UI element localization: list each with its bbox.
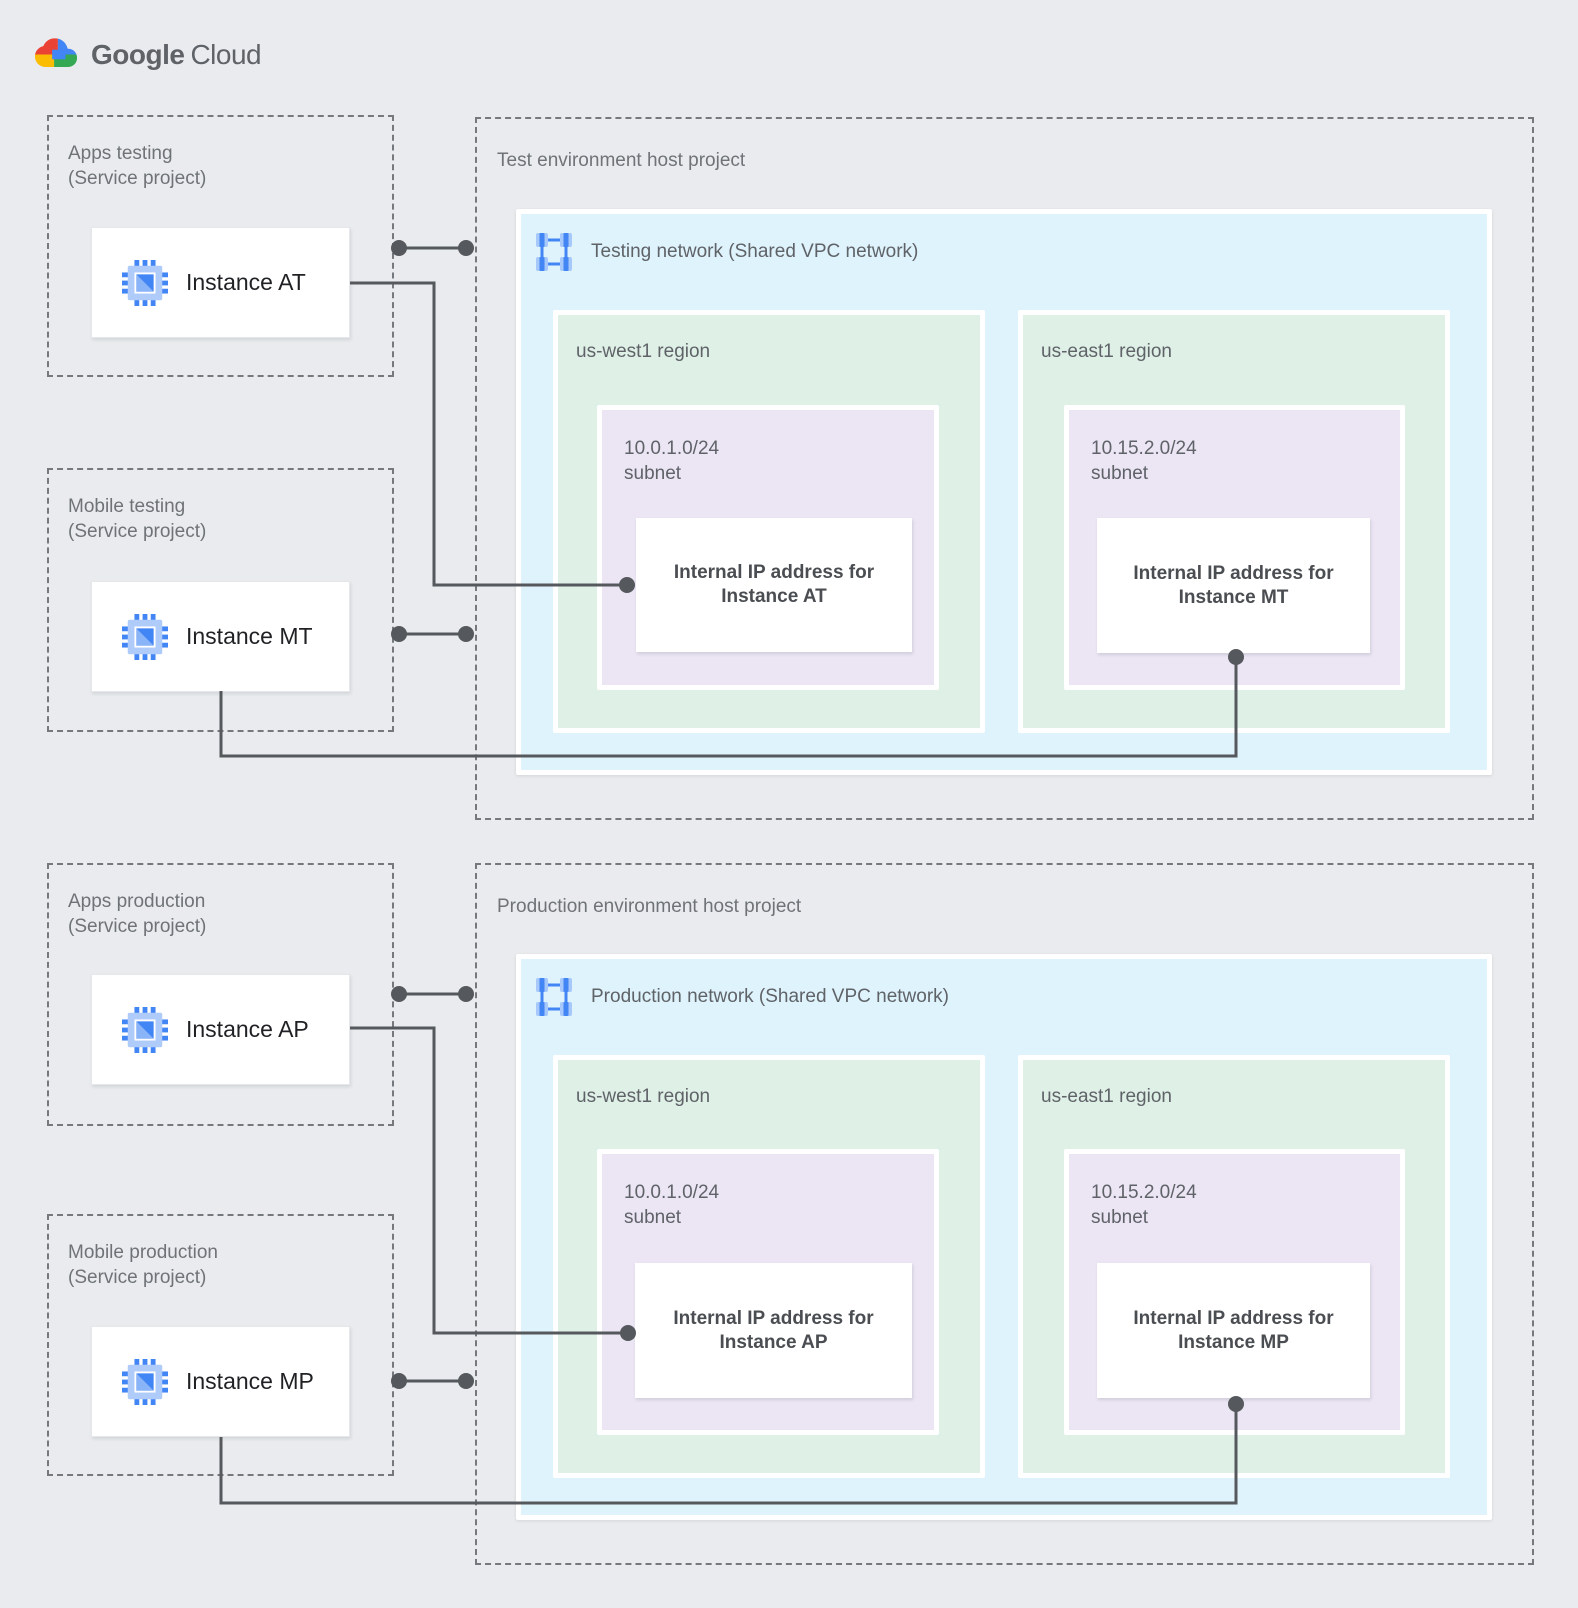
subnet-cidr: 10.0.1.0/24 (624, 438, 720, 459)
subnet-word: subnet (1091, 463, 1149, 484)
logo-brand: Google (91, 38, 185, 70)
subnet-cidr: 10.15.2.0/24 (1091, 1182, 1197, 1203)
network-label: Production network (Shared VPC network) (591, 986, 949, 1007)
ip-text-line2: Instance AT (721, 586, 827, 607)
instance-name: Instance AT (186, 269, 306, 295)
connector-dot (458, 626, 474, 642)
subnet-word: subnet (624, 1207, 682, 1228)
compute-engine-icon (122, 613, 168, 660)
instance-name: Instance MT (186, 623, 313, 649)
internal-ip-instance-mt-card: Internal IP address for Instance MT (1097, 518, 1370, 653)
production-host-project-box: Production environment host project (475, 863, 1534, 1565)
subnet-label: 10.15.2.0/24 subnet (1091, 1180, 1197, 1230)
subnet-label: 10.0.1.0/24 subnet (624, 1180, 719, 1230)
compute-engine-icon (122, 1358, 168, 1405)
service-project-type: (Service project) (68, 521, 207, 542)
vpc-network-icon (536, 233, 572, 271)
service-project-name: Mobile testing (68, 496, 186, 517)
vpc-network-icon (536, 978, 572, 1016)
instance-mp-card: Instance MP (91, 1326, 350, 1437)
region-label: us-east1 region (1041, 1086, 1172, 1107)
ip-text-line2: Instance MT (1178, 586, 1289, 608)
subnet-cidr: 10.0.1.0/24 (624, 1182, 720, 1203)
test-host-project-box: Test environment host project (475, 117, 1534, 820)
connector-dot (458, 1373, 474, 1389)
service-project-type: (Service project) (68, 1267, 207, 1288)
compute-engine-icon (122, 259, 168, 306)
instance-name: Instance MP (186, 1368, 314, 1394)
google-cloud-icon (34, 38, 78, 67)
instance-mt-card: Instance MT (91, 581, 350, 692)
ip-text-line1: Internal IP address for (673, 562, 875, 583)
service-project-type: (Service project) (68, 916, 207, 937)
internal-ip-instance-mp-card: Internal IP address for Instance MP (1097, 1263, 1370, 1398)
mobile-production-project-box: Mobile production (Service project) (47, 1214, 394, 1476)
production-network-header: Production network (Shared VPC network) (534, 977, 949, 1017)
ip-text-line2: Instance MP (1178, 1331, 1289, 1353)
subnet-label: 10.0.1.0/24 subnet (624, 436, 719, 486)
connector-dot (458, 986, 474, 1002)
host-project-title: Production environment host project (497, 896, 802, 917)
host-project-title: Test environment host project (497, 150, 746, 171)
instance-name: Instance AP (186, 1016, 309, 1042)
subnet-label: 10.15.2.0/24 subnet (1091, 436, 1197, 486)
service-project-name: Apps testing (68, 143, 173, 164)
subnet-word: subnet (1091, 1207, 1149, 1228)
service-project-name: Mobile production (68, 1242, 218, 1263)
service-project-label: Mobile production (Service project) (68, 1240, 218, 1290)
ip-text-line1: Internal IP address for (1133, 1307, 1334, 1329)
ip-text-line1: Internal IP address for (673, 1307, 874, 1329)
instance-ap-card: Instance AP (91, 974, 350, 1085)
internal-ip-instance-ap-card: Internal IP address for Instance AP (635, 1263, 912, 1398)
service-project-type: (Service project) (68, 168, 207, 189)
service-project-label: Apps testing (Service project) (68, 141, 206, 191)
logo-product: Cloud (190, 38, 262, 70)
compute-engine-icon (122, 1006, 168, 1053)
region-label: us-east1 region (1041, 341, 1172, 362)
instance-at-card: Instance AT (91, 227, 350, 338)
ip-text-line1: Internal IP address for (1133, 562, 1334, 584)
ip-text-line2: Instance AP (719, 1331, 828, 1353)
internal-ip-instance-at-card: Internal IP address for Instance AT (636, 518, 912, 652)
network-label: Testing network (Shared VPC network) (591, 241, 919, 262)
subnet-cidr: 10.15.2.0/24 (1091, 438, 1197, 459)
service-project-label: Mobile testing (Service project) (68, 494, 206, 544)
service-project-name: Apps production (68, 891, 206, 912)
connector-dot (458, 240, 474, 256)
service-project-label: Apps production (Service project) (68, 889, 206, 939)
testing-network-header: Testing network (Shared VPC network) (534, 232, 918, 272)
subnet-word: subnet (624, 463, 682, 484)
